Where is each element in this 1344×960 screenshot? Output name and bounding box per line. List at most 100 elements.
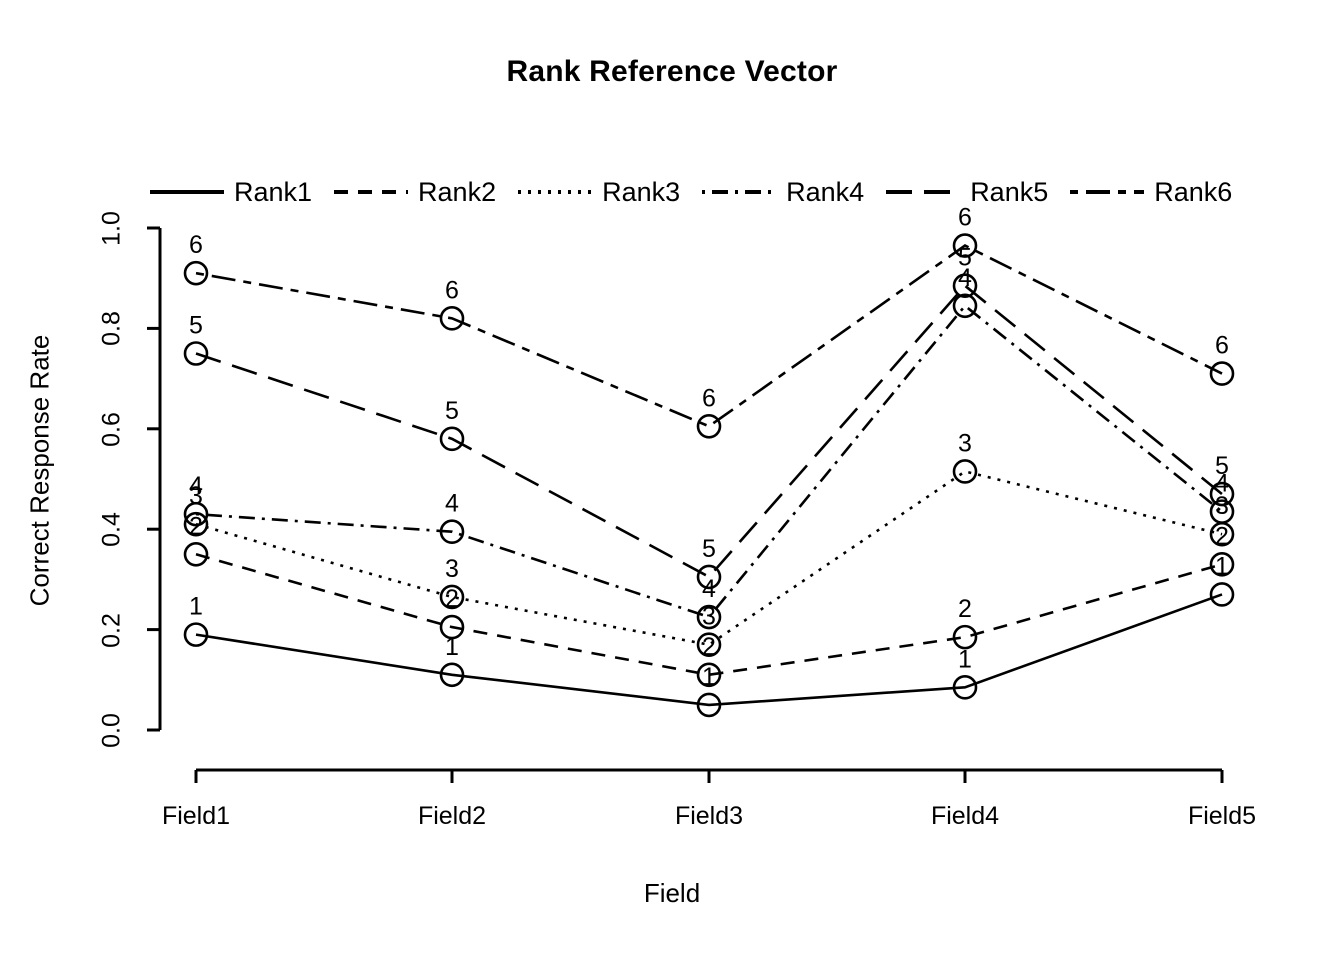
legend-entry-rank5: Rank5 — [886, 176, 1049, 207]
data-point — [439, 306, 465, 331]
legend-entry-rank6: Rank6 — [1070, 176, 1233, 207]
legend-label: Rank3 — [602, 176, 681, 207]
y-tick-label: 0.2 — [97, 612, 126, 648]
legend-entry-rank3: Rank3 — [518, 176, 681, 207]
point-label: 3 — [702, 603, 716, 631]
x-axis-title: Field — [643, 878, 701, 908]
point-label: 3 — [189, 482, 203, 510]
point-label: 1 — [1215, 552, 1229, 580]
data-point — [183, 622, 209, 647]
x-tick-label: Field5 — [1187, 802, 1257, 830]
point-label: 2 — [445, 585, 459, 613]
series-line-rank1 — [195, 593, 1223, 707]
data-point — [1209, 481, 1235, 507]
legend-line-swatch-icon — [1070, 182, 1145, 202]
series-line-rank6 — [195, 244, 1223, 428]
legend-line-swatch-icon — [518, 182, 593, 202]
point-label: 1 — [445, 633, 459, 661]
data-point — [1209, 582, 1235, 607]
legend-label: Rank5 — [970, 176, 1049, 207]
point-label: 2 — [958, 595, 972, 623]
data-point — [696, 413, 722, 439]
x-tick-label: Field2 — [417, 802, 487, 830]
point-label: 2 — [702, 633, 716, 661]
legend-label: Rank4 — [786, 176, 865, 207]
data-point — [952, 273, 978, 299]
point-label: 6 — [189, 231, 203, 259]
point-label: 1 — [702, 663, 716, 691]
point-label: 3 — [1215, 492, 1229, 520]
x-tick-label: Field1 — [161, 802, 231, 830]
point-label: 1 — [958, 645, 972, 673]
point-label: 4 — [702, 575, 716, 603]
data-point — [1209, 499, 1235, 524]
point-label: 6 — [958, 204, 972, 232]
legend-line-swatch-icon — [334, 182, 409, 202]
data-point — [183, 501, 209, 527]
chart-title: Rank Reference Vector — [506, 55, 838, 88]
data-point — [439, 584, 465, 610]
x-tick-label: Field3 — [674, 802, 744, 830]
legend-label: Rank1 — [234, 176, 313, 207]
series-line-rank2 — [195, 553, 1223, 677]
data-point — [439, 614, 465, 640]
data-point — [1209, 361, 1235, 386]
point-label: 6 — [445, 276, 459, 304]
data-point — [696, 632, 722, 657]
data-point — [439, 519, 465, 545]
data-point — [439, 662, 465, 688]
chart-legend: Rank1 Rank2 Rank3 Rank4 Rank5 Rank6 — [150, 172, 1254, 212]
legend-label: Rank6 — [1154, 176, 1233, 207]
point-label: 4 — [445, 490, 459, 518]
data-point — [696, 692, 722, 718]
data-point — [952, 624, 978, 650]
point-label: 2 — [1215, 522, 1229, 550]
legend-entry-rank4: Rank4 — [702, 176, 865, 207]
x-tick-label: Field4 — [930, 802, 1000, 830]
series-line-rank5 — [195, 283, 1223, 579]
legend-line-swatch-icon — [150, 182, 224, 202]
point-label: 5 — [958, 244, 972, 272]
data-point — [183, 341, 209, 366]
point-label: 5 — [445, 397, 459, 425]
data-point — [952, 459, 978, 484]
data-point — [696, 564, 722, 590]
data-point — [952, 675, 978, 700]
data-point — [183, 541, 209, 567]
data-point — [696, 604, 722, 630]
point-label: 3 — [958, 429, 972, 457]
data-point — [952, 293, 978, 319]
data-point — [183, 260, 209, 286]
data-point — [183, 511, 209, 537]
data-series-group — [195, 244, 1223, 707]
point-label: 5 — [1215, 452, 1229, 480]
y-tick-label: 0.0 — [97, 713, 126, 748]
data-point — [952, 233, 978, 258]
point-label: 3 — [445, 555, 459, 583]
legend-line-swatch-icon — [702, 182, 777, 202]
point-label: 5 — [189, 312, 203, 340]
data-points-group — [183, 233, 1235, 718]
point-label: 1 — [189, 593, 203, 621]
y-tick-label: 1.0 — [97, 211, 126, 246]
legend-entry-rank1: Rank1 — [150, 176, 313, 207]
data-point — [1209, 552, 1235, 577]
y-tick-label: 0.8 — [97, 311, 126, 347]
point-label: 4 — [1215, 470, 1229, 498]
axes — [147, 226, 1224, 783]
point-label: 6 — [702, 384, 716, 412]
y-tick-label: 0.4 — [97, 512, 126, 548]
series-line-rank4 — [195, 303, 1223, 619]
data-point — [439, 426, 465, 452]
point-label: 4 — [958, 264, 972, 292]
data-point — [696, 662, 722, 688]
point-label: 6 — [1215, 332, 1229, 360]
point-label: 5 — [702, 535, 716, 563]
legend-entry-rank2: Rank2 — [334, 178, 496, 206]
point-label: 2 — [189, 512, 203, 540]
y-tick-label: 0.6 — [97, 411, 126, 447]
legend-line-swatch-icon — [886, 182, 961, 202]
